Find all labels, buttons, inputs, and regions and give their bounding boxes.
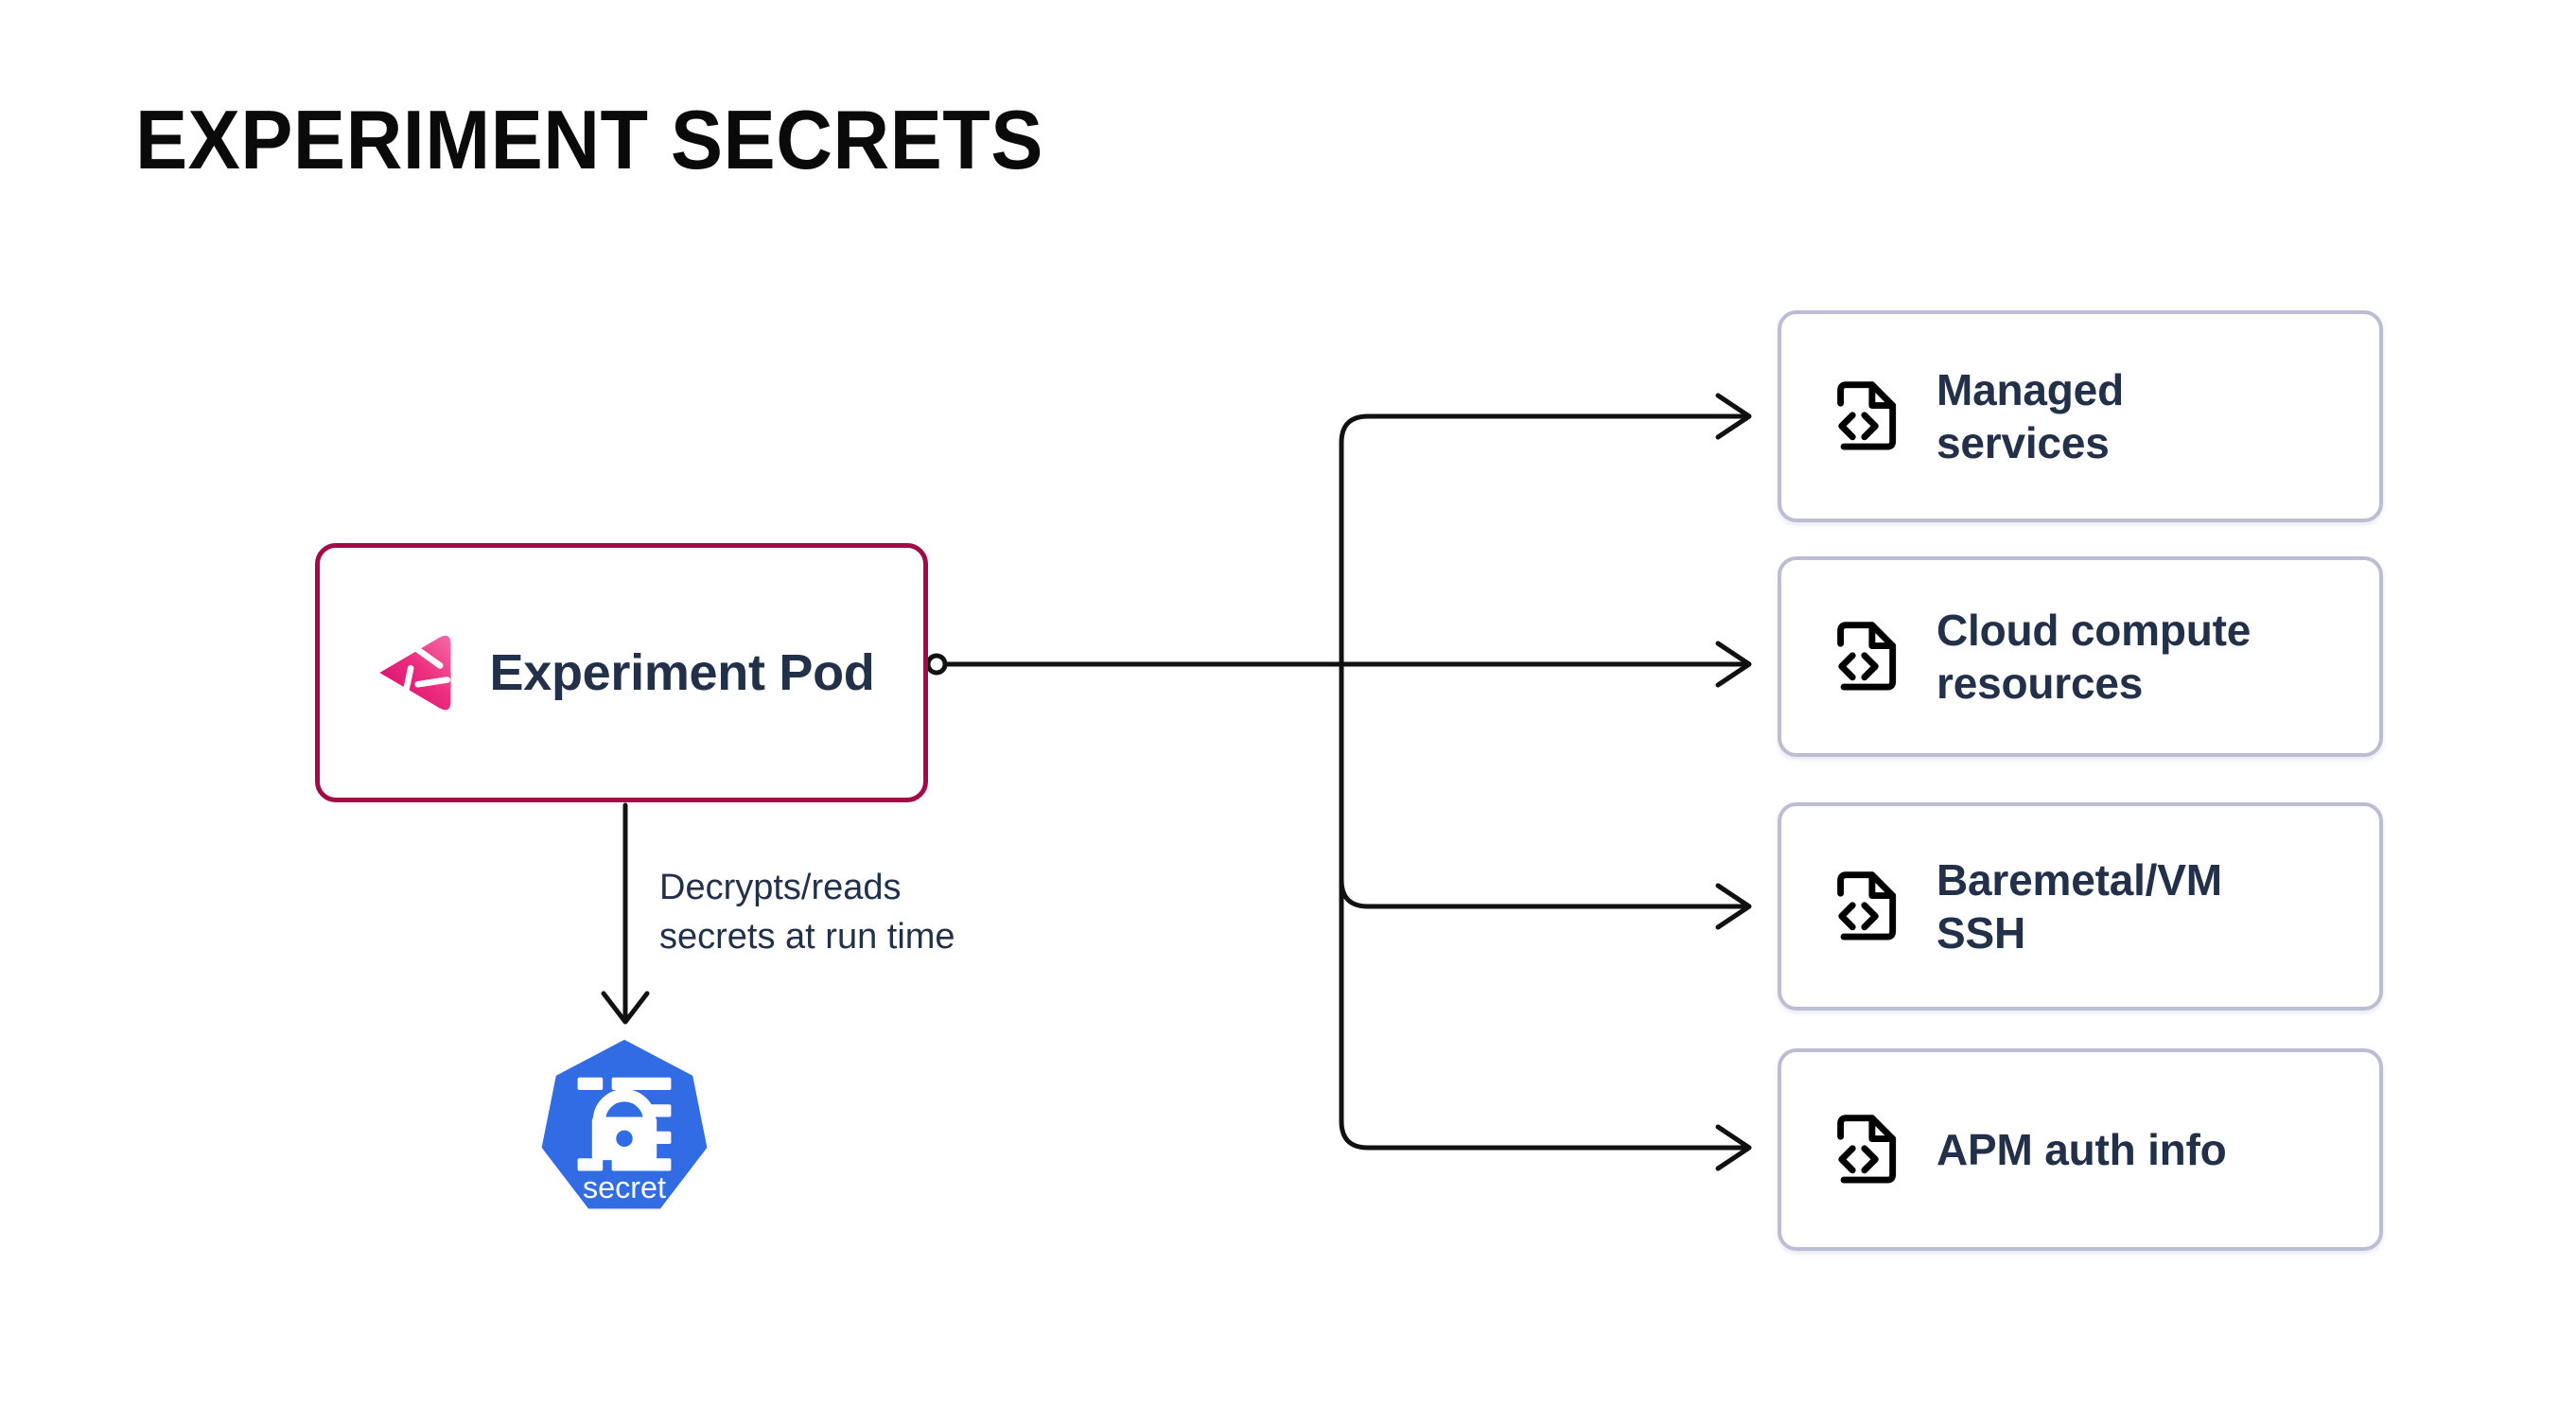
arrowhead-baremetal-ssh [1715, 883, 1752, 930]
connector-to-managed-services [1339, 413, 1749, 667]
file-code-icon [1837, 871, 1897, 940]
decrypt-annotation: Decrypts/reads secrets at run time [659, 864, 1057, 961]
kubernetes-secret-icon: secret [541, 1039, 708, 1209]
file-code-icon [1837, 1115, 1897, 1184]
target-card-baremetal-vm-ssh[interactable]: Baremetal/VM SSH [1778, 802, 2383, 1011]
arrowhead-cloud-compute [1715, 641, 1752, 688]
target-card-managed-services[interactable]: Managed services [1778, 310, 2383, 522]
kubernetes-secret-node[interactable]: secret [534, 1036, 714, 1218]
secret-icon-label: secret [583, 1170, 666, 1204]
arrowhead-managed-services [1715, 393, 1752, 440]
target-card-apm-auth-info[interactable]: APM auth info [1778, 1048, 2383, 1251]
target-card-label: Baremetal/VM SSH [1936, 853, 2222, 959]
target-card-label-line2: services [1936, 418, 2110, 467]
target-card-label-line2: SSH [1936, 908, 2025, 958]
target-card-label-line1: APM auth info [1936, 1124, 2227, 1174]
file-code-icon [1837, 622, 1897, 691]
experiment-pod-node[interactable]: Experiment Pod [315, 543, 928, 802]
target-card-label-line2: resources [1936, 659, 2144, 708]
steadybit-logo-icon [378, 635, 451, 711]
file-code-icon [1837, 381, 1897, 450]
target-card-label: Managed services [1936, 363, 2124, 469]
source-port-circle [925, 653, 948, 676]
target-card-label-line1: Managed [1936, 364, 2124, 414]
connector-to-baremetal-ssh [1339, 661, 1749, 909]
arrowhead-to-secret [601, 991, 650, 1025]
decrypt-annotation-line1: Decrypts/reads [659, 868, 902, 907]
page-title: EXPERIMENT SECRETS [135, 93, 1043, 186]
connector-to-apm-auth [1339, 661, 1749, 1151]
arrowhead-apm-auth [1715, 1124, 1752, 1171]
target-card-label-line1: Cloud compute [1936, 605, 2252, 655]
experiment-pod-label: Experiment Pod [489, 644, 875, 701]
decrypt-annotation-line2: secrets at run time [659, 916, 955, 957]
target-card-label-line1: Baremetal/VM [1936, 854, 2222, 905]
target-card-label: Cloud compute resources [1936, 604, 2251, 710]
target-card-cloud-compute-resources[interactable]: Cloud compute resources [1778, 556, 2383, 757]
target-card-label: APM auth info [1936, 1123, 2227, 1176]
